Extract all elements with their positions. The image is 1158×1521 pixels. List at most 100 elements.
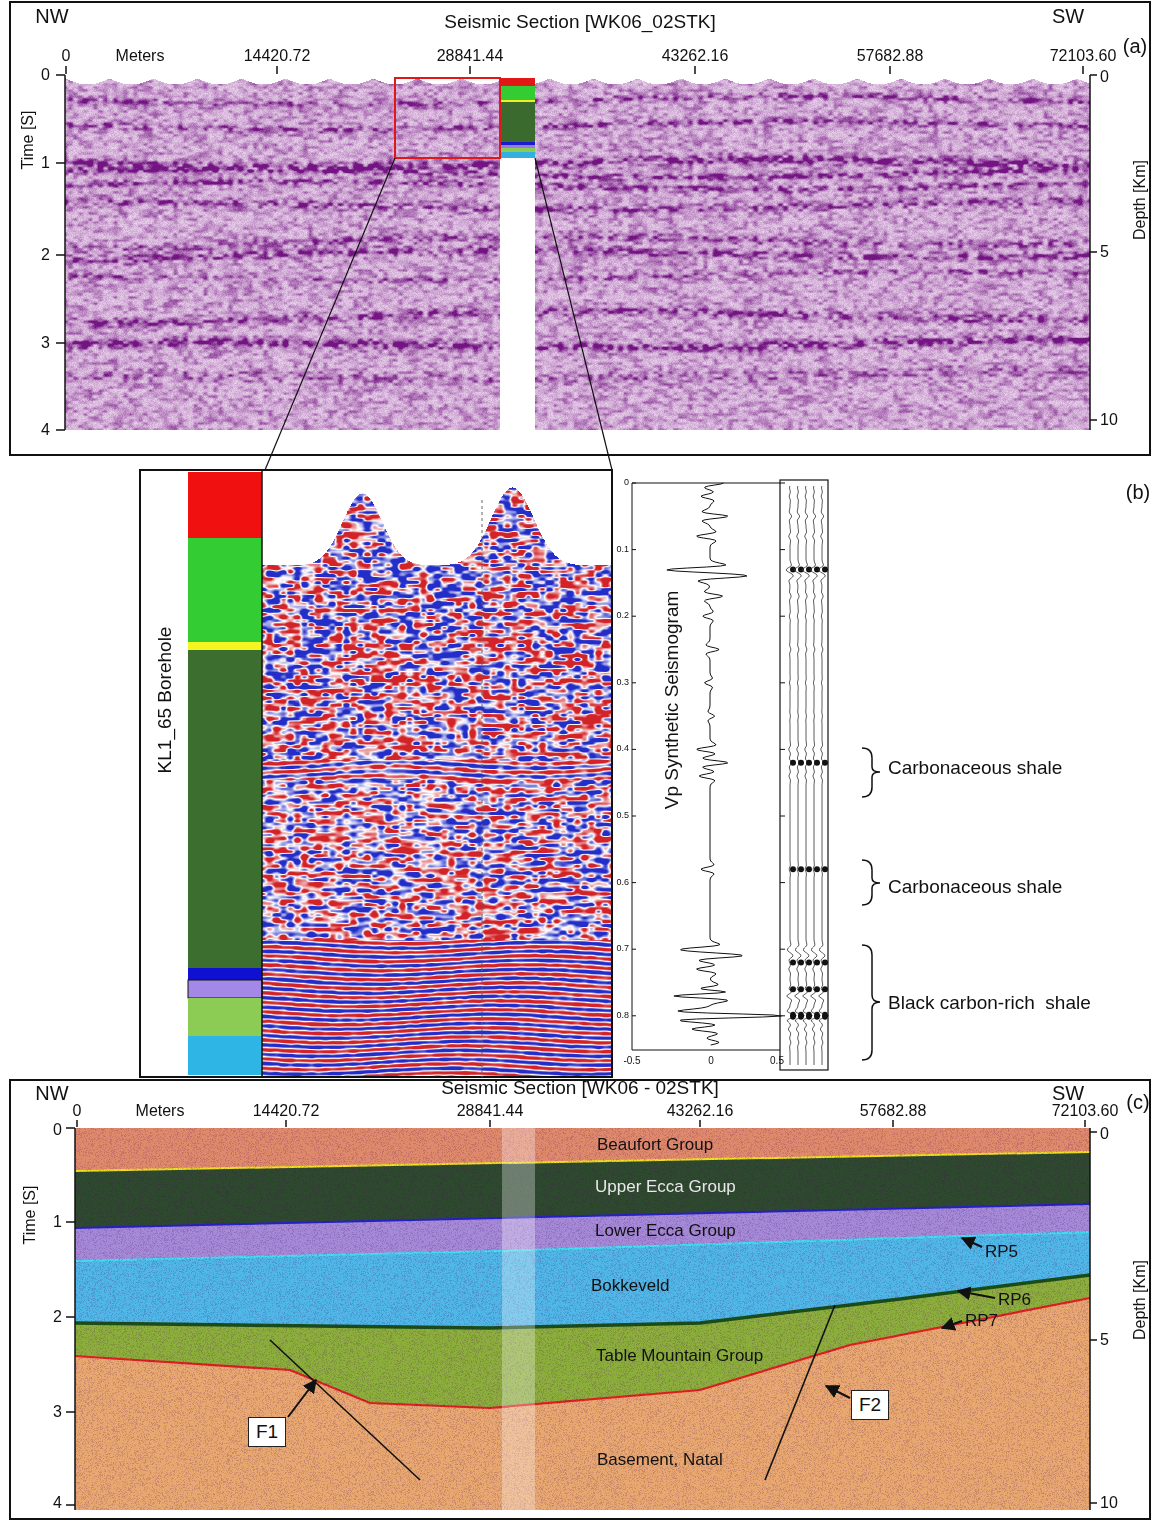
zoom-line xyxy=(265,158,395,470)
axis-title: Time [S] xyxy=(21,1186,39,1245)
axis-label: 57682.88 xyxy=(860,1102,927,1120)
wiggle-peak xyxy=(806,986,812,992)
unit-name: Lower Ecca Group xyxy=(595,1221,736,1241)
axis-label: 0.6 xyxy=(616,878,629,888)
axis-tick xyxy=(632,816,636,817)
axis-label: 72103.60 xyxy=(1050,47,1117,65)
axis-tick xyxy=(780,949,785,950)
column-title: KL1_65 Borehole xyxy=(155,627,176,774)
wiggle-peak xyxy=(790,1012,796,1020)
axis-label: 0 xyxy=(1100,68,1109,86)
axis-tick xyxy=(632,749,636,750)
wiggle-peak xyxy=(806,960,812,966)
axis-tick xyxy=(632,1015,636,1016)
axis-label: 0 xyxy=(41,66,50,84)
panel-frame xyxy=(10,2,1150,455)
axis-label: 2 xyxy=(53,1308,62,1326)
panel-letter: (b) xyxy=(1126,481,1150,503)
axis-label: 0 xyxy=(62,47,71,65)
wiggle-peak xyxy=(806,760,812,766)
wiggle-peak xyxy=(822,760,828,766)
rock-unit-band: Upper Ecca Group xyxy=(595,1177,736,1197)
axis-tick xyxy=(632,483,636,484)
borehole-column xyxy=(500,78,535,158)
reflector-label: RP5 xyxy=(985,1243,1018,1262)
direction-label: NW xyxy=(35,5,68,27)
axis-label: 14420.72 xyxy=(244,47,311,65)
reflector-label: RP7 xyxy=(965,1312,998,1331)
wiggle-trace xyxy=(810,486,820,1065)
zoom-line xyxy=(535,158,612,470)
fault-tag-box: F2 xyxy=(851,1390,889,1420)
lithology-label: Carbonaceous shale xyxy=(888,758,1062,779)
axis-label: 28841.44 xyxy=(437,47,504,65)
axis-ticks xyxy=(66,1120,1097,1510)
seismic-zoom-image xyxy=(262,470,612,1077)
axis-label: 43262.16 xyxy=(662,47,729,65)
borehole-gap xyxy=(500,75,535,430)
axis-tick xyxy=(780,549,785,550)
fault-line xyxy=(765,1305,835,1480)
wiggle-peak xyxy=(790,960,796,966)
panel-frame xyxy=(140,470,612,1077)
axis-label: 43262.16 xyxy=(667,1102,734,1120)
axis-label: 14420.72 xyxy=(253,1102,320,1120)
lithology-label: Black carbon-rich shale xyxy=(888,993,1091,1014)
well-tie-line xyxy=(482,500,483,1077)
wiggle-peak xyxy=(822,960,828,966)
axis-line xyxy=(632,483,780,484)
axis-tick xyxy=(780,749,785,750)
panel-letter: (c) xyxy=(1126,1091,1149,1113)
axis-label: 3 xyxy=(53,1403,62,1421)
wiggle-peak xyxy=(814,960,820,966)
wiggle-peak xyxy=(790,986,796,992)
brace xyxy=(862,748,880,1060)
axis-label: 0.1 xyxy=(616,545,629,555)
axis-title: Depth [Km] xyxy=(1131,160,1149,240)
axis-label: 0 xyxy=(624,478,629,488)
wiggle-trace xyxy=(794,486,804,1065)
axis-label: 1 xyxy=(41,154,50,172)
axis-tick xyxy=(632,882,636,883)
axis-tick xyxy=(780,882,785,883)
axis-label: 2 xyxy=(41,246,50,264)
seismic-overlay-texture xyxy=(75,1128,1090,1510)
wiggle-peak xyxy=(798,1012,804,1020)
wiggle-peak xyxy=(822,1012,828,1020)
wiggle-peak xyxy=(822,866,828,872)
wiggle-peak xyxy=(806,866,812,872)
wiggle-trace xyxy=(818,486,828,1065)
section-title: Seismic Section [WK06 - 02STK] xyxy=(441,1078,719,1099)
axis-label: 57682.88 xyxy=(857,47,924,65)
axis-label: 4 xyxy=(41,421,50,439)
axis-line xyxy=(632,483,633,1050)
axis-tick xyxy=(780,483,785,484)
axis-tick xyxy=(632,616,636,617)
panel-frame xyxy=(10,1080,1150,1519)
fault-name: F1 xyxy=(256,1421,278,1443)
axis-label: 0.3 xyxy=(616,678,629,688)
wiggle-peak xyxy=(814,760,820,766)
axis-ticks xyxy=(56,66,1097,430)
axis-label: Meters xyxy=(116,47,165,65)
wiggle-peak xyxy=(814,866,820,872)
wiggle-peak xyxy=(798,866,804,872)
axis-label: 3 xyxy=(41,334,50,352)
fault-tag-box: F1 xyxy=(248,1417,286,1447)
axis-label: 5 xyxy=(1100,1331,1109,1349)
wiggle-peak xyxy=(822,986,828,992)
axis-label: Meters xyxy=(136,1102,185,1120)
axis-label: 0 xyxy=(708,1055,714,1066)
axis-label: 0.2 xyxy=(616,611,629,621)
wiggle-peak xyxy=(814,986,820,992)
borehole-log xyxy=(188,472,262,1075)
borehole-strip xyxy=(502,1128,535,1510)
wiggle-trace xyxy=(786,486,796,1065)
axis-tick xyxy=(632,949,636,950)
wiggle-peak xyxy=(822,567,828,573)
axis-label: 0 xyxy=(73,1102,82,1120)
axis-label: 28841.44 xyxy=(457,1102,524,1120)
wiggle-frame xyxy=(780,480,828,1070)
axis-title: Time [S] xyxy=(19,111,37,170)
